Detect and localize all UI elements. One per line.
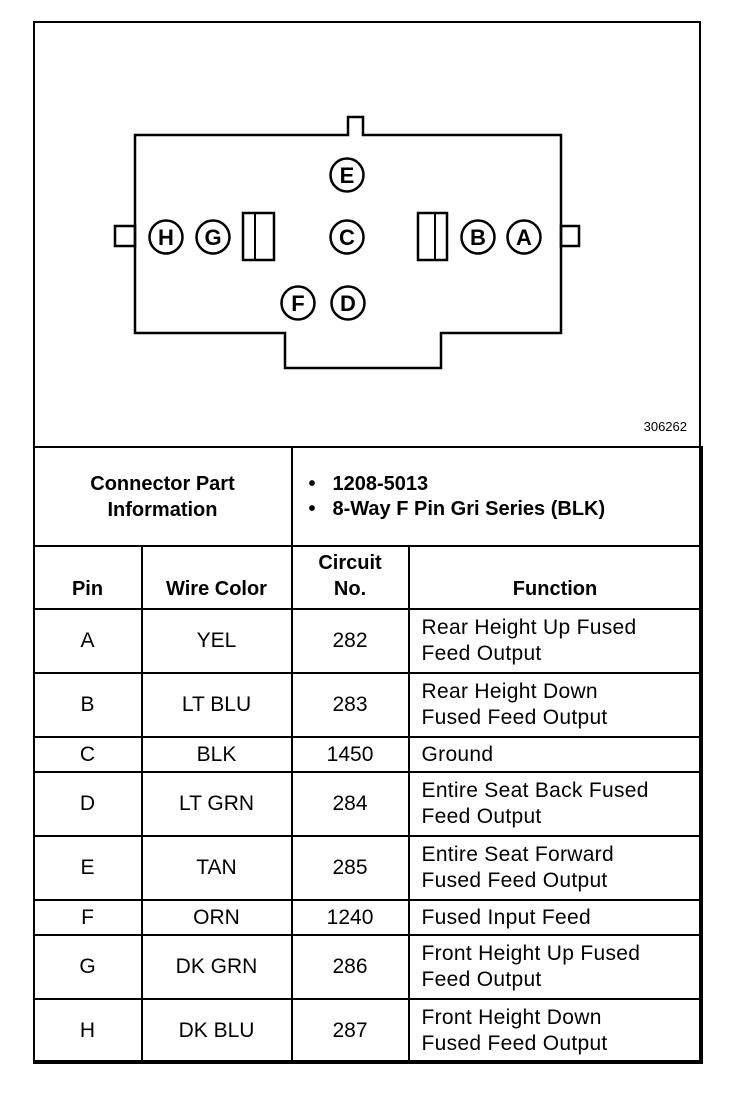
function-cell: Ground bbox=[407, 736, 703, 773]
circuit-cell: 286 bbox=[290, 934, 410, 1000]
connector-info-cell: •1208-5013 •8-Way F Pin Gri Series (BLK) bbox=[290, 446, 703, 547]
pin-label: D bbox=[340, 291, 356, 316]
pin-cell: E bbox=[32, 835, 143, 901]
pin-b: B bbox=[460, 219, 496, 255]
pin-cell: H bbox=[32, 998, 143, 1064]
function-cell: Fused Input Feed bbox=[407, 899, 703, 936]
header-circuit: Circuit No. bbox=[290, 545, 410, 610]
connector-face-view: E H G C B A F D bbox=[113, 115, 581, 370]
connector-info-row: Connector Part Information •1208-5013 •8… bbox=[32, 446, 703, 547]
connector-info-list: •1208-5013 •8-Way F Pin Gri Series (BLK) bbox=[293, 466, 701, 528]
pin-cell: F bbox=[32, 899, 143, 936]
connector-housing bbox=[133, 115, 563, 370]
circuit-cell: 1450 bbox=[290, 736, 410, 773]
wire-color-cell: DK BLU bbox=[140, 998, 293, 1064]
header-function: Function bbox=[407, 545, 703, 610]
pin-label: A bbox=[516, 225, 532, 250]
figure-number: 306262 bbox=[643, 419, 687, 434]
circuit-cell: 282 bbox=[290, 608, 410, 674]
header-wire-color: Wire Color bbox=[140, 545, 293, 610]
pin-e: E bbox=[329, 157, 365, 193]
pin-c: C bbox=[329, 219, 365, 255]
right-slot bbox=[416, 211, 449, 262]
circuit-cell: 285 bbox=[290, 835, 410, 901]
wire-color-cell: LT GRN bbox=[140, 771, 293, 837]
circuit-cell: 1240 bbox=[290, 899, 410, 936]
pin-a: A bbox=[506, 219, 542, 255]
wire-color-cell: ORN bbox=[140, 899, 293, 936]
pin-cell: G bbox=[32, 934, 143, 1000]
pin-label: F bbox=[291, 291, 304, 316]
wire-color-cell: TAN bbox=[140, 835, 293, 901]
connector-diagram: E H G C B A F D 306262 bbox=[35, 23, 699, 448]
wire-color-cell: BLK bbox=[140, 736, 293, 773]
info-item: •8-Way F Pin Gri Series (BLK) bbox=[308, 497, 606, 520]
right-tab bbox=[559, 224, 581, 248]
wire-color-cell: YEL bbox=[140, 608, 293, 674]
pin-g: G bbox=[195, 219, 231, 255]
pin-label: G bbox=[204, 225, 221, 250]
pin-cell: A bbox=[32, 608, 143, 674]
pin-d: D bbox=[330, 285, 366, 321]
pin-h: H bbox=[148, 219, 184, 255]
pin-f: F bbox=[280, 285, 316, 321]
circuit-cell: 283 bbox=[290, 672, 410, 738]
circuit-cell: 287 bbox=[290, 998, 410, 1064]
wire-color-cell: LT BLU bbox=[140, 672, 293, 738]
pin-cell: D bbox=[32, 771, 143, 837]
left-tab bbox=[113, 224, 137, 248]
circuit-cell: 284 bbox=[290, 771, 410, 837]
header-pin: Pin bbox=[32, 545, 143, 610]
left-slot bbox=[241, 211, 276, 262]
pin-cell: C bbox=[32, 736, 143, 773]
pinout-table: Connector Part Information •1208-5013 •8… bbox=[32, 446, 703, 1064]
info-item: •1208-5013 bbox=[308, 472, 429, 495]
pin-label: B bbox=[470, 225, 486, 250]
wire-color-cell: DK GRN bbox=[140, 934, 293, 1000]
connector-info-label: Connector Part Information bbox=[32, 446, 293, 547]
pin-label: E bbox=[340, 163, 355, 188]
pin-label: H bbox=[158, 225, 174, 250]
header-row: Pin Wire Color Circuit No. Function bbox=[32, 545, 703, 610]
pin-label: C bbox=[339, 225, 355, 250]
pin-cell: B bbox=[32, 672, 143, 738]
